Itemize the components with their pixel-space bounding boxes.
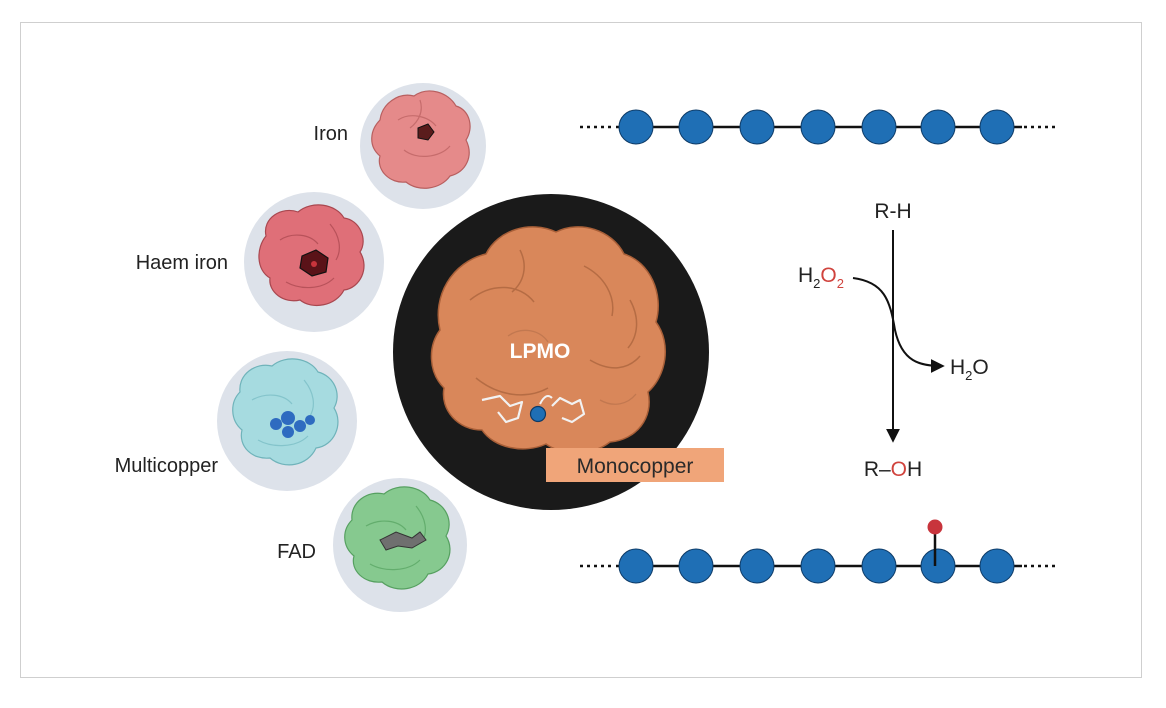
- copper-ion: [529, 405, 547, 423]
- water-formula: H2O: [950, 356, 989, 383]
- fad-cofactor: [379, 531, 427, 551]
- lpmo-label: LPMO: [510, 340, 571, 363]
- chain-bottom-sugar-bead: [979, 548, 1015, 584]
- iron-enzyme: Iron: [314, 83, 486, 209]
- product-formula: R–OH: [864, 458, 922, 481]
- oxidation-mark: [927, 519, 943, 535]
- histidine-ligands: [481, 394, 586, 424]
- lpmo-enzyme: LPMO: [393, 194, 709, 510]
- iron-protein: [371, 90, 471, 189]
- haem-iron-enzyme: Haem iron: [136, 192, 384, 332]
- chain-top-sugar-bead: [920, 109, 956, 145]
- oxidant-formula: H2O2: [798, 264, 844, 291]
- fad-enzyme: FAD: [277, 478, 467, 612]
- lpmo-protein: [430, 226, 667, 454]
- chain-bottom-sugar-bead: [739, 548, 775, 584]
- multicopper-enzyme: Multicopper: [115, 351, 357, 491]
- chain-top-sugar-bead: [861, 109, 897, 145]
- substrate-label: R-H: [874, 200, 911, 223]
- chain-bottom-sugar-bead: [861, 548, 897, 584]
- chain-bottom-sugar-bead: [800, 548, 836, 584]
- reaction-scheme: R-H H2O2 H2O R–OH: [798, 200, 989, 481]
- multicopper-label: Multicopper: [115, 455, 219, 477]
- monocopper-tag: Monocopper: [546, 448, 724, 482]
- monocopper-tag-box: [546, 448, 724, 482]
- chain-top-sugar-bead: [739, 109, 775, 145]
- oxidant-curve-arrow: [852, 277, 945, 373]
- iron-cofactor: [417, 123, 435, 141]
- substrate-chain-bottom: [580, 519, 1058, 584]
- chain-bottom-sugar-bead: [678, 548, 714, 584]
- haem-label: Haem iron: [136, 252, 228, 274]
- chain-top-sugar-bead: [800, 109, 836, 145]
- chain-top-sugar-bead: [618, 109, 654, 145]
- substrate-chain-top: [580, 109, 1058, 145]
- monocopper-label: Monocopper: [577, 455, 694, 478]
- chain-top-sugar-bead: [678, 109, 714, 145]
- chain-bottom-sugar-bead: [920, 548, 956, 584]
- chain-bottom-sugar-bead: [618, 548, 654, 584]
- multicopper-cofactor: [270, 411, 315, 438]
- iron-label: Iron: [314, 123, 348, 145]
- fad-label: FAD: [277, 541, 316, 563]
- chain-top-sugar-bead: [979, 109, 1015, 145]
